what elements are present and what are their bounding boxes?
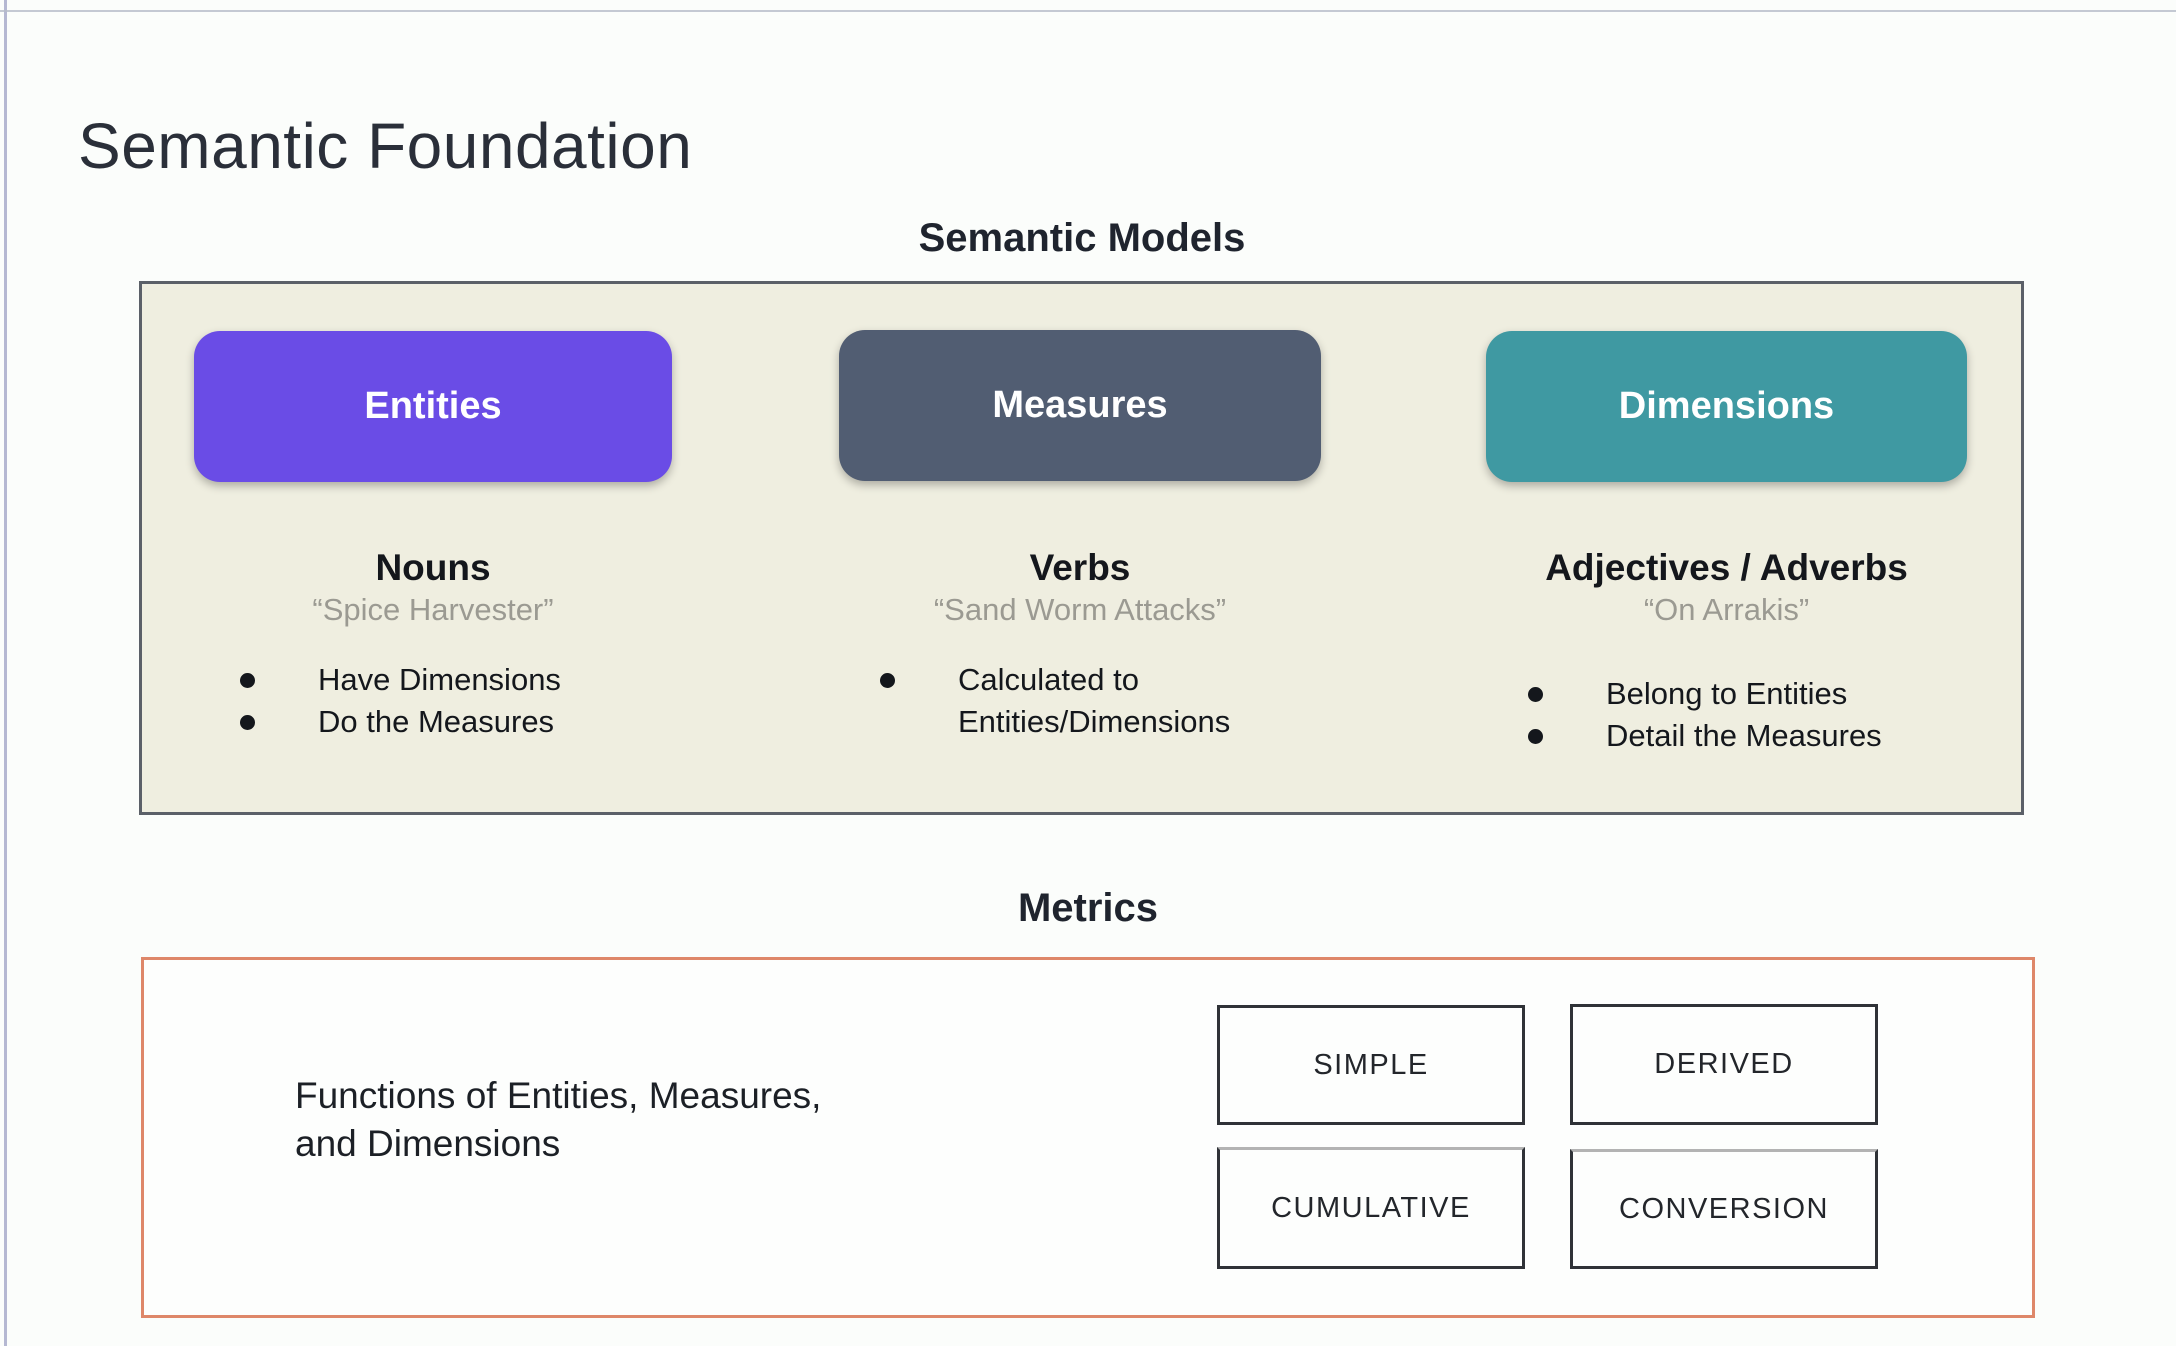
bullet-item: Do the Measures <box>238 701 561 743</box>
measures-bullet-list: Calculated to Entities/Dimensions <box>878 659 1288 743</box>
metrics-description-line1: Functions of Entities, Measures, <box>295 1075 822 1116</box>
dimensions-example-quote: “On Arrakis” <box>1643 592 1810 627</box>
bullet-item: Calculated to Entities/Dimensions <box>878 659 1288 743</box>
metrics-description: Functions of Entities, Measures, and Dim… <box>295 1072 821 1168</box>
semantic-models-heading: Semantic Models <box>918 216 1246 260</box>
measures-pill: Measures <box>839 330 1321 481</box>
dimensions-pill: Dimensions <box>1486 331 1967 482</box>
metric-type-cumulative: CUMULATIVE <box>1217 1147 1525 1269</box>
entities-bullet-list: Have Dimensions Do the Measures <box>238 659 561 743</box>
measures-role-heading: Verbs <box>1029 547 1131 588</box>
metric-type-simple: SIMPLE <box>1217 1005 1525 1125</box>
entities-pill: Entities <box>194 331 672 482</box>
bullet-item: Have Dimensions <box>238 659 561 701</box>
metric-type-derived: DERIVED <box>1570 1004 1878 1125</box>
bullet-item: Belong to Entities <box>1526 673 1882 715</box>
metrics-description-line2: and Dimensions <box>295 1123 561 1164</box>
metric-type-conversion: CONVERSION <box>1570 1149 1878 1269</box>
page-title: Semantic Foundation <box>78 109 693 182</box>
entities-example-quote: “Spice Harvester” <box>312 592 554 627</box>
dimensions-bullet-list: Belong to Entities Detail the Measures <box>1526 673 1882 757</box>
dimensions-role-heading: Adjectives / Adverbs <box>1545 547 1908 588</box>
entities-role-heading: Nouns <box>375 547 491 588</box>
metrics-heading: Metrics <box>1017 886 1159 930</box>
measures-example-quote: “Sand Worm Attacks” <box>933 592 1227 627</box>
bullet-item: Detail the Measures <box>1526 715 1882 757</box>
window-top-border <box>0 10 2176 12</box>
window-left-border <box>4 0 7 1346</box>
